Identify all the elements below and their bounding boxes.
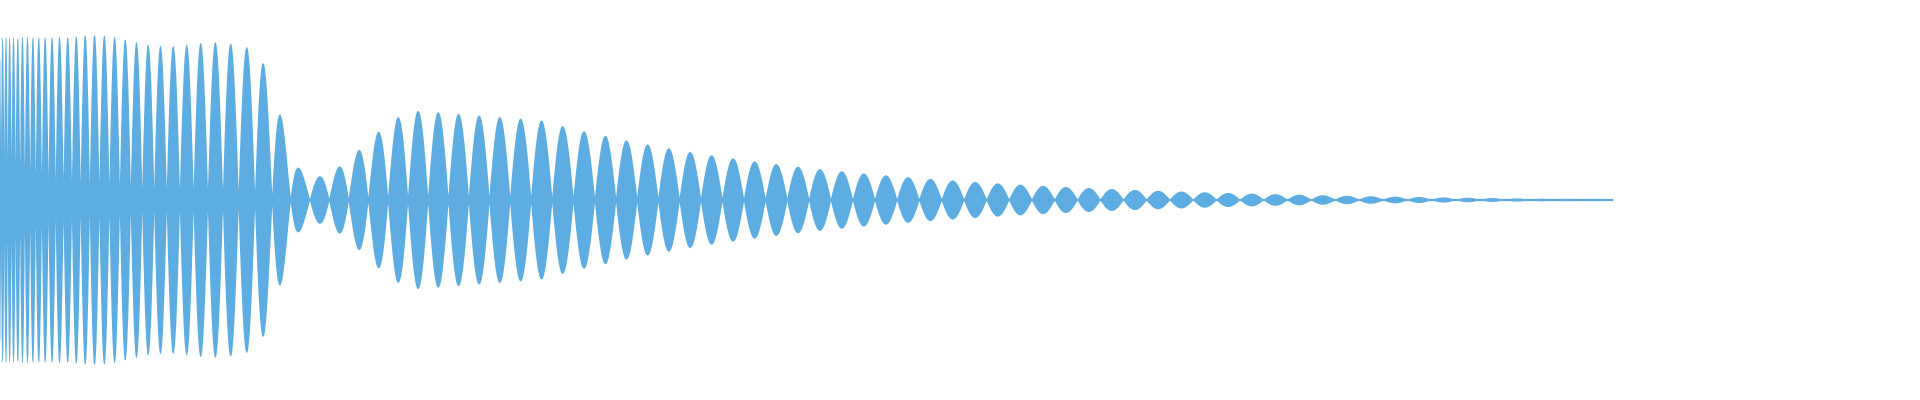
- waveform-shape: [0, 35, 1614, 365]
